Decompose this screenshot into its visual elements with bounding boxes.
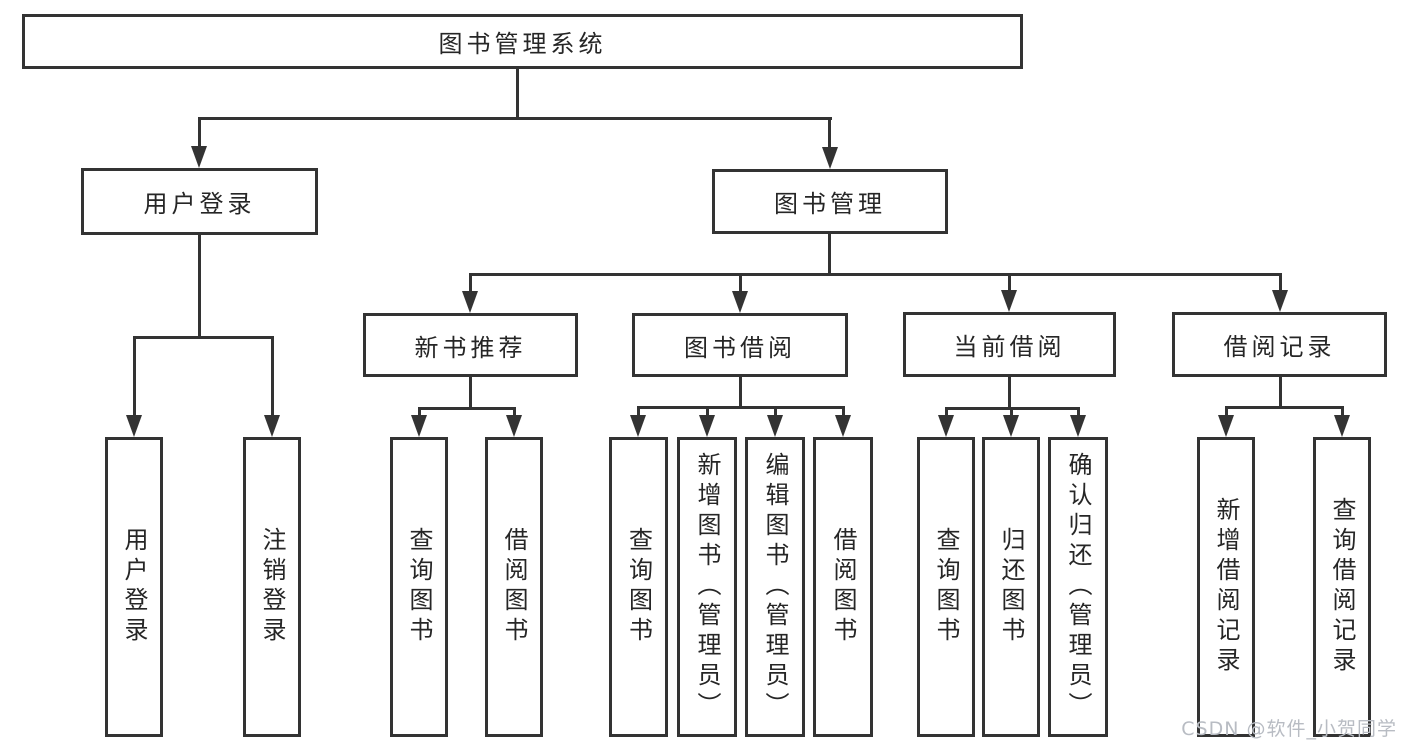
connector-book-mgmt-stub [828, 234, 831, 276]
leaf-query-books-rec: 查询图书 [390, 437, 448, 737]
leaf-borrow-books-rec: 借阅图书 [485, 437, 543, 737]
leaf-query-books-current-label: 查询图书 [932, 527, 960, 647]
connector-drop-leaf-login [133, 336, 136, 415]
arrow-down-icon [462, 291, 478, 313]
leaf-edit-books-admin: 编辑图书（管理员） [745, 437, 805, 737]
node-borrow-records-label: 借阅记录 [1223, 333, 1336, 361]
leaf-query-books-current: 查询图书 [917, 437, 975, 737]
connector-drop [1225, 406, 1228, 415]
connector-drop [945, 407, 948, 415]
leaf-confirm-return-admin: 确认归还（管理员） [1048, 437, 1108, 737]
connector-book-borrow-rail [637, 406, 845, 409]
arrow-down-icon [732, 291, 748, 313]
arrow-down-icon [1218, 415, 1234, 437]
connector-borrow-records-stub [1279, 377, 1282, 407]
arrow-down-icon [264, 415, 280, 437]
connector-drop [1077, 407, 1080, 415]
leaf-query-borrow-record: 查询借阅记录 [1313, 437, 1371, 737]
connector-drop-borrow-records [1279, 273, 1282, 290]
connector-drop [1341, 406, 1344, 415]
arrow-down-icon [630, 415, 646, 437]
leaf-query-books-borrow-label: 查询图书 [624, 527, 653, 647]
arrow-down-icon [822, 147, 838, 169]
arrow-down-icon [1070, 415, 1086, 437]
connector-drop-leaf-logout [271, 336, 274, 415]
arrow-down-icon [1334, 415, 1350, 437]
leaf-logout-label: 注销登录 [258, 527, 286, 647]
leaf-borrow-books: 借阅图书 [813, 437, 873, 737]
connector-drop-new-rec [469, 273, 472, 291]
connector-drop-book-mgmt [828, 117, 831, 147]
connector-drop [706, 406, 709, 415]
connector-drop [1010, 407, 1013, 415]
leaf-query-borrow-record-label: 查询借阅记录 [1328, 497, 1356, 677]
connector-borrow-records-rail [1225, 406, 1344, 409]
node-borrow-records: 借阅记录 [1172, 312, 1387, 377]
node-new-book-recommend: 新书推荐 [363, 313, 578, 377]
arrow-down-icon [506, 415, 522, 437]
connector-root-stub [516, 69, 519, 117]
node-user-login-label: 用户登录 [143, 190, 256, 218]
arrow-down-icon [699, 415, 715, 437]
connector-drop [637, 406, 640, 415]
watermark-text: CSDN @软件_小贺同学 [1181, 718, 1397, 740]
node-current-borrow: 当前借阅 [903, 312, 1116, 377]
arrow-down-icon [191, 146, 207, 168]
connector-current-borrow-stub [1008, 377, 1011, 408]
connector-new-rec-stub [469, 377, 472, 408]
arrow-down-icon [767, 415, 783, 437]
leaf-add-borrow-record: 新增借阅记录 [1197, 437, 1255, 737]
node-user-login: 用户登录 [81, 168, 318, 235]
arrow-down-icon [938, 415, 954, 437]
leaf-query-books-borrow: 查询图书 [609, 437, 668, 737]
connector-book-borrow-stub [739, 377, 742, 407]
node-book-management: 图书管理 [712, 169, 948, 234]
leaf-logout: 注销登录 [243, 437, 301, 737]
connector-drop [842, 406, 845, 415]
connector-drop-current-borrow [1008, 273, 1011, 290]
node-book-borrow-label: 图书借阅 [684, 333, 796, 362]
leaf-add-books-admin-label: 新增图书（管理员） [693, 452, 721, 722]
leaf-add-borrow-record-label: 新增借阅记录 [1212, 497, 1240, 677]
node-book-management-label: 图书管理 [774, 190, 886, 218]
node-root: 图书管理系统 [22, 14, 1023, 69]
leaf-edit-books-admin-label: 编辑图书（管理员） [761, 452, 789, 722]
connector-user-login-rail [133, 336, 274, 339]
node-root-label: 图书管理系统 [438, 30, 607, 58]
leaf-user-login-label: 用户登录 [120, 527, 148, 647]
leaf-add-books-admin: 新增图书（管理员） [677, 437, 737, 737]
leaf-return-books: 归还图书 [982, 437, 1040, 737]
arrow-down-icon [126, 415, 142, 437]
connector-user-login-stub [198, 235, 201, 336]
leaf-borrow-books-rec-label: 借阅图书 [500, 527, 528, 647]
connector-drop [774, 406, 777, 415]
node-book-borrow: 图书借阅 [632, 313, 848, 377]
node-new-book-recommend-label: 新书推荐 [414, 333, 527, 362]
leaf-user-login: 用户登录 [105, 437, 163, 737]
connector-drop-user-login [198, 117, 201, 146]
node-current-borrow-label: 当前借阅 [953, 333, 1066, 361]
leaf-confirm-return-admin-label: 确认归还（管理员） [1064, 452, 1092, 722]
arrow-down-icon [1003, 415, 1019, 437]
leaf-return-books-label: 归还图书 [997, 527, 1025, 647]
leaf-borrow-books-label: 借阅图书 [829, 527, 857, 647]
connector-book-mgmt-rail [469, 273, 1282, 276]
leaf-query-books-rec-label: 查询图书 [405, 527, 433, 647]
connector-root-rail [198, 117, 832, 120]
arrow-down-icon [1272, 290, 1288, 312]
connector-drop [418, 407, 421, 415]
arrow-down-icon [1001, 290, 1017, 312]
connector-drop [513, 407, 516, 415]
arrow-down-icon [835, 415, 851, 437]
arrow-down-icon [411, 415, 427, 437]
connector-new-rec-rail [418, 407, 516, 410]
connector-drop-book-borrow [739, 273, 742, 291]
